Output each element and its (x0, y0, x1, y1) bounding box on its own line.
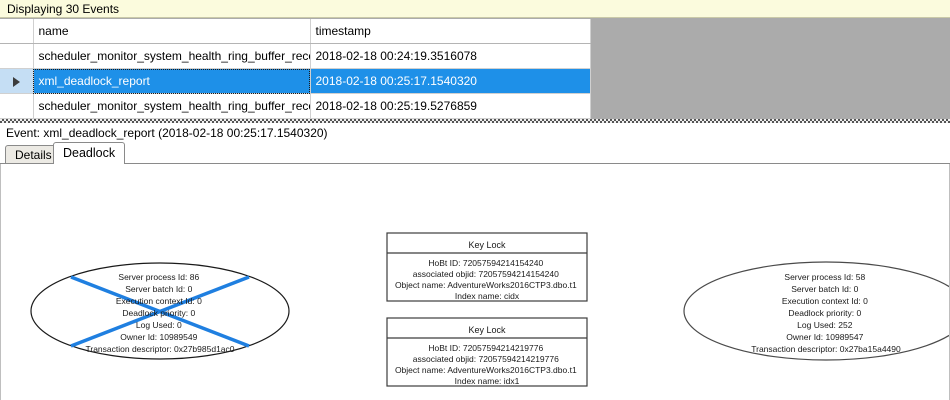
events-count-banner: Displaying 30 Events (0, 0, 950, 18)
events-grid[interactable]: name timestamp scheduler_monitor_system_… (0, 19, 591, 119)
events-grid-panel: Displaying 30 Events name timestamp sche… (0, 0, 950, 119)
row-timestamp[interactable]: 2018-02-18 00:24:19.3516078 (310, 43, 591, 69)
resource-box (386, 232, 588, 302)
tabstrip: Details Deadlock (0, 142, 950, 164)
resource-node-top[interactable]: Key Lock HoBt ID: 72057594214154240 asso… (386, 232, 588, 302)
row-selector-cell[interactable] (0, 43, 34, 69)
grid-header-timestamp[interactable]: timestamp (310, 19, 591, 44)
deadlock-graph: top key lock --> Request Mode: S right p… (30, 232, 950, 387)
row-name[interactable]: xml_deadlock_report (33, 68, 311, 94)
tab-details[interactable]: Details (5, 145, 62, 164)
table-row[interactable]: scheduler_monitor_system_health_ring_buf… (0, 93, 591, 119)
process-details: Server process Id: 86 Server batch Id: 0… (86, 272, 235, 354)
process-node-right[interactable]: Server process Id: 58 Server batch Id: 0… (683, 261, 950, 361)
horizontal-splitter[interactable] (0, 119, 950, 123)
grid-header-row: name timestamp (0, 19, 591, 44)
row-selector-cell[interactable] (0, 68, 34, 94)
deadlock-graph-canvas[interactable]: top key lock --> Request Mode: S right p… (0, 164, 950, 400)
row-selector-cell[interactable] (0, 93, 34, 119)
resource-details: HoBt ID: 72057594214154240 associated ob… (395, 258, 579, 301)
row-timestamp[interactable]: 2018-02-18 00:25:19.5276859 (310, 93, 591, 119)
resource-box (386, 317, 588, 387)
grid-header-name[interactable]: name (33, 19, 311, 44)
table-row[interactable]: scheduler_monitor_system_health_ring_buf… (0, 43, 591, 69)
process-node-left[interactable]: Server process Id: 86 Server batch Id: 0… (30, 262, 290, 360)
grid-header-selector (0, 19, 34, 44)
resource-details: HoBt ID: 72057594214219776 associated ob… (395, 343, 579, 386)
victim-cross-icon (70, 275, 250, 348)
row-arrow-icon (12, 76, 20, 87)
process-ellipse (683, 261, 949, 361)
row-name[interactable]: scheduler_monitor_system_health_ring_buf… (33, 93, 311, 119)
resource-title: Key Lock (468, 240, 506, 250)
tab-deadlock[interactable]: Deadlock (53, 142, 126, 164)
resource-title: Key Lock (468, 325, 506, 335)
process-details: Server process Id: 58 Server batch Id: 0… (751, 272, 901, 354)
row-timestamp[interactable]: 2018-02-18 00:25:17.1540320 (310, 68, 591, 94)
resource-node-bottom[interactable]: Key Lock HoBt ID: 72057594214219776 asso… (386, 317, 588, 387)
event-title: Event: xml_deadlock_report (2018-02-18 0… (0, 123, 950, 142)
row-name[interactable]: scheduler_monitor_system_health_ring_buf… (33, 43, 311, 69)
table-row[interactable]: xml_deadlock_report 2018-02-18 00:25:17.… (0, 68, 591, 94)
